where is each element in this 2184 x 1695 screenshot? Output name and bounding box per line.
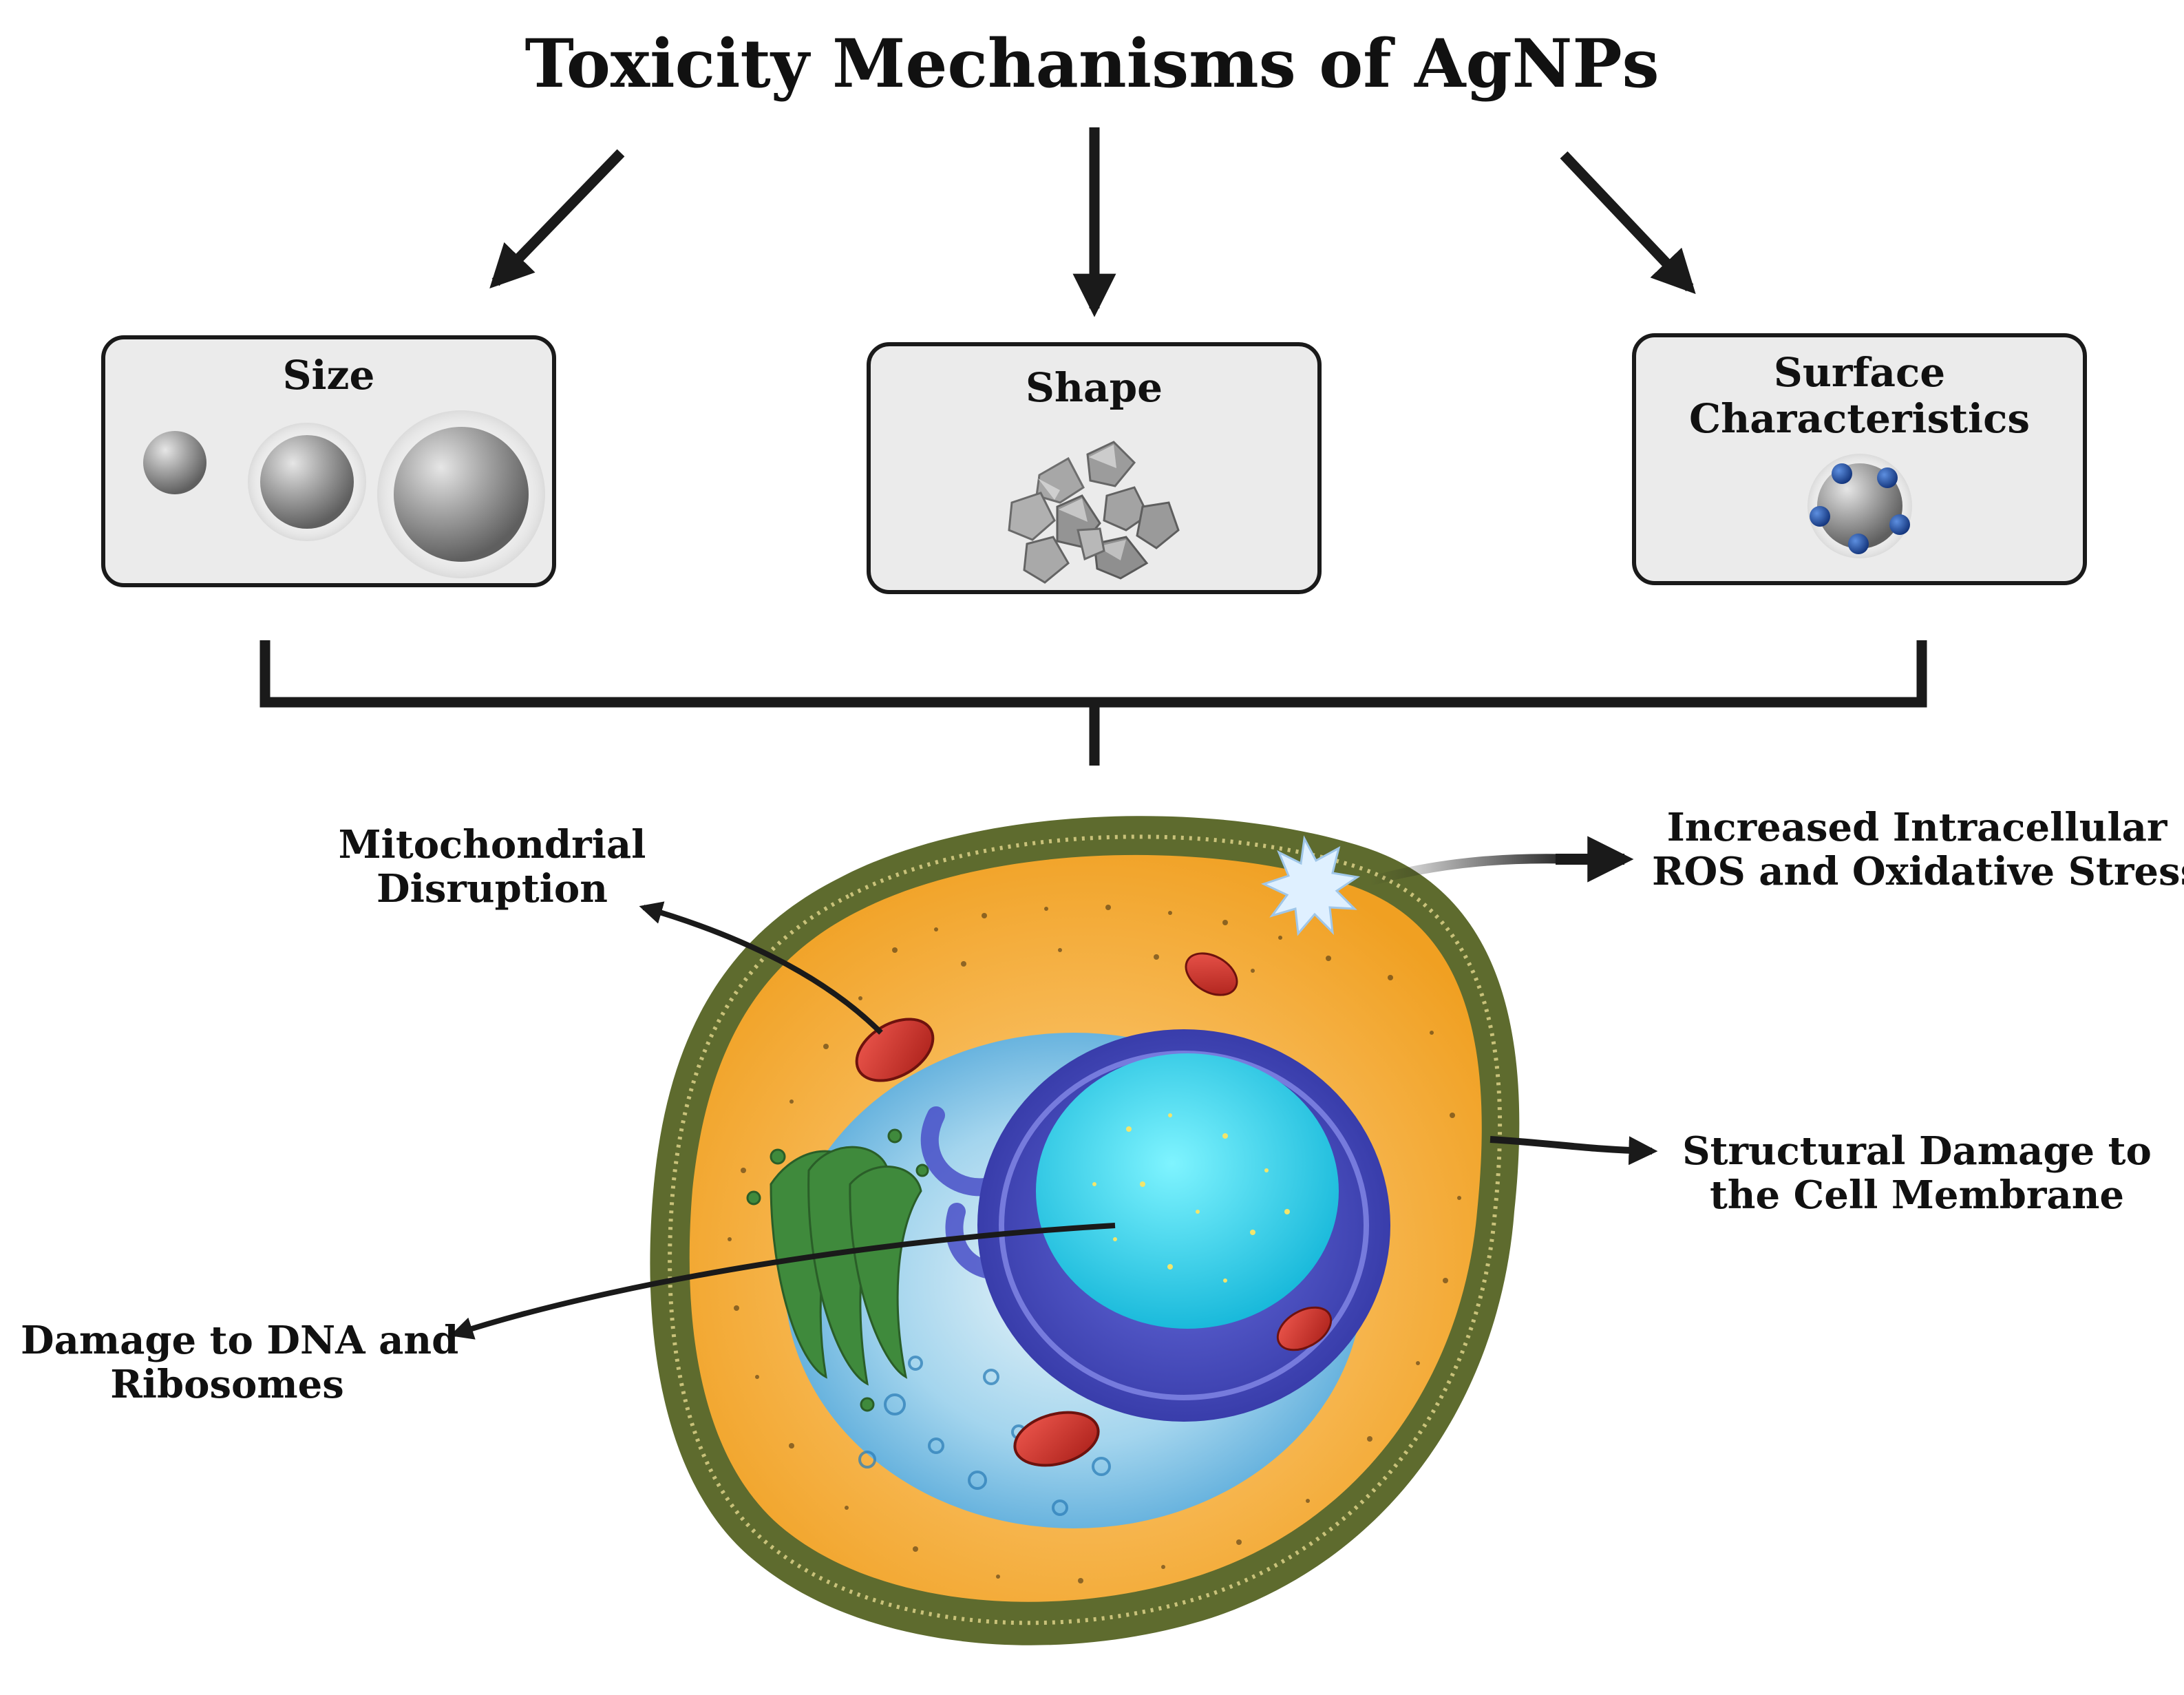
mitochondrion-upper-left <box>855 1018 935 1082</box>
mitochondrial-disruption-label: Mitochondrial Disruption <box>313 823 671 912</box>
surface-ligands <box>1810 463 1910 554</box>
outcome-arrows <box>449 836 1658 1340</box>
polyhedra-cluster <box>1008 441 1180 584</box>
mitochondrion-top <box>1185 952 1238 996</box>
mitochondrial-line-2: Disruption <box>377 866 608 912</box>
chromatin-dots <box>1092 1113 1290 1283</box>
surface-label-line-2: Characteristics <box>1688 394 2031 442</box>
membrane-damage-label: Structural Damage to the Cell Membrane <box>1679 1129 2154 1218</box>
membrane-line-1: Structural Damage to <box>1682 1128 2152 1174</box>
mitochondrion-bottom <box>1013 1411 1100 1467</box>
top-arrows <box>489 127 1696 317</box>
ros-oxidative-stress-label: Increased Intracellular ROS and Oxidativ… <box>1652 805 2184 895</box>
arrow-to-surface <box>1560 151 1696 295</box>
golgi-apparatus <box>746 1128 929 1412</box>
mitochondria <box>855 952 1333 1467</box>
shape-box <box>867 342 1322 594</box>
dna-line-2: Ribosomes <box>110 1362 344 1408</box>
medium-particle <box>260 435 354 529</box>
dna-line-1: Damage to DNA and <box>21 1318 459 1363</box>
diagram-title: Toxicity Mechanisms of AgNPs <box>524 25 1660 103</box>
mitochondrial-line-1: Mitochondrial <box>338 822 646 867</box>
large-particle <box>394 427 529 562</box>
nucleus <box>1036 1053 1339 1329</box>
dna-ribosome-damage-label: Damage to DNA and Ribosomes <box>21 1318 459 1408</box>
nuclear-envelope-ridge <box>999 1051 1369 1400</box>
size-label: Size <box>282 352 375 399</box>
arrow-to-size <box>489 149 625 289</box>
surface-box <box>1632 333 2087 585</box>
surface-label-line-1: Surface <box>1773 349 1946 396</box>
arrow-dna <box>449 1223 1116 1340</box>
arrow-ros-tail <box>1368 854 1577 886</box>
ros-line-2: ROS and Oxidative Stress <box>1652 849 2184 895</box>
connecting-bracket <box>259 640 1927 766</box>
membrane-line-2: the Cell Membrane <box>1709 1172 2125 1219</box>
shape-label: Shape <box>1025 364 1163 411</box>
cytoplasm-speckles <box>728 905 1461 1583</box>
ros-line-1: Increased Intracellular <box>1666 805 2167 850</box>
surface-label: Surface Characteristics <box>1634 350 2085 441</box>
arrow-mitochondrial <box>639 901 883 1035</box>
ros-burst-icon <box>1260 835 1360 936</box>
cell-illustration <box>650 816 1520 1645</box>
mitochondrion-right <box>1276 1306 1333 1351</box>
arrow-membrane <box>1489 1136 1658 1166</box>
size-box <box>101 335 556 587</box>
vesicles <box>858 1356 1111 1516</box>
cell-membrane-inner-line <box>668 834 1503 1625</box>
small-particle <box>143 431 206 494</box>
